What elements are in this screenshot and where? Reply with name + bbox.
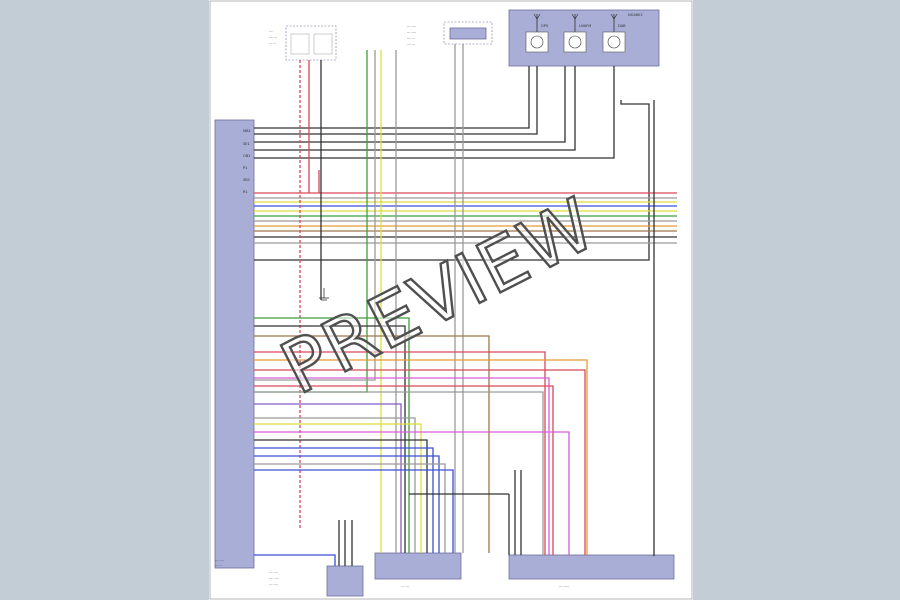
- wire: [254, 439, 428, 553]
- svg-text:········: ········: [269, 571, 278, 575]
- svg-text:········: ········: [407, 31, 416, 35]
- wire: [254, 403, 402, 553]
- wiring-diagram: ···· ······· ······ ········ ········ ··…: [209, 0, 693, 600]
- wire: [254, 66, 576, 151]
- multimedia-module: ·········: [508, 554, 675, 589]
- wire: [254, 325, 406, 553]
- wire: [254, 431, 570, 555]
- wire: [254, 66, 538, 135]
- svg-text:·········: ·········: [269, 577, 279, 581]
- wire: [254, 50, 376, 381]
- tcm-pin-label: R1: [243, 190, 248, 194]
- ground-symbol: [319, 288, 329, 301]
- tcm-pin-label: P1: [243, 166, 247, 170]
- transceiver-ref: NG4602: [628, 13, 643, 17]
- wire: [254, 335, 490, 553]
- wire: [254, 469, 454, 553]
- svg-text:····: ····: [269, 30, 274, 34]
- antenna-icon: DAB: [602, 13, 626, 53]
- antenna-module: NG4602 GPS LNAFM DAB: [508, 9, 660, 67]
- tcm-pin-label: MB1: [243, 129, 251, 133]
- wire: [254, 417, 416, 553]
- antenna-label: LNAFM: [579, 24, 591, 28]
- antenna-icon: GPS: [525, 13, 549, 53]
- wire: [254, 351, 546, 555]
- wire: [254, 423, 422, 553]
- wire: [254, 554, 336, 566]
- svg-text:·······: ·······: [407, 43, 415, 47]
- antenna-label: DAB: [618, 24, 626, 28]
- svg-text:·······: ·······: [401, 585, 409, 589]
- svg-text:······: ······: [269, 42, 276, 46]
- top-connector-module: ········ ········ ······· ·······: [407, 21, 493, 47]
- fuse-box: ···· ······· ······: [269, 25, 337, 61]
- schematic-sheet: ···· ······· ······ ········ ········ ··…: [209, 0, 693, 600]
- wire: [254, 377, 550, 555]
- tcm-pin-label: SE1: [243, 142, 250, 146]
- svg-text:·········: ·········: [559, 585, 569, 589]
- antenna-icon: LNAFM: [563, 13, 591, 53]
- bluetooth-module: ········ ········· ········: [269, 565, 364, 597]
- sheet-border: [209, 0, 693, 600]
- svg-text:········: ········: [407, 25, 416, 29]
- audio-amplifier: ·······: [374, 552, 462, 589]
- wire: [254, 385, 554, 555]
- tcm-pin-label: OB1: [243, 154, 251, 158]
- wire: [254, 455, 440, 553]
- svg-text:·······: ·······: [407, 37, 415, 41]
- svg-text:········: ········: [269, 583, 278, 587]
- wire: [254, 359, 588, 555]
- wire: [254, 66, 566, 143]
- svg-text:·······: ·······: [269, 36, 277, 40]
- wire: [254, 100, 650, 261]
- wire: [254, 66, 615, 159]
- antenna-label: GPS: [541, 24, 549, 28]
- wire: [254, 463, 446, 553]
- wire: [254, 391, 544, 555]
- wire: [254, 66, 530, 129]
- wire: [254, 447, 434, 553]
- tcm-pin-label: SB1: [243, 178, 250, 182]
- wire: [254, 369, 586, 555]
- wire: [254, 317, 410, 553]
- svg-text:········: ········: [215, 559, 224, 563]
- svg-text:······: ······: [215, 564, 222, 568]
